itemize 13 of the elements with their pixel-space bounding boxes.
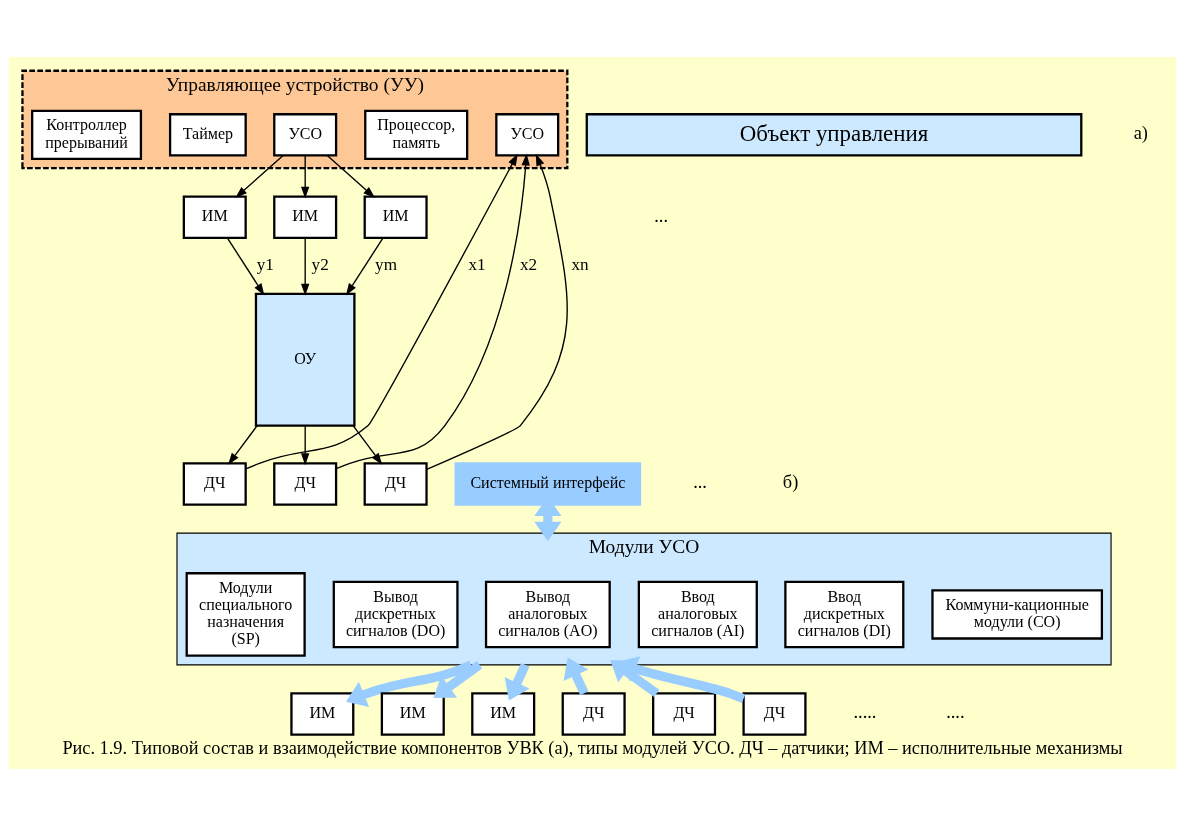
label: .... bbox=[946, 701, 965, 722]
label: ..... bbox=[853, 701, 877, 722]
edge-label: y1 bbox=[256, 254, 274, 274]
label: ... bbox=[654, 205, 669, 226]
edge-label: y2 bbox=[311, 254, 329, 274]
edge-label: ym bbox=[375, 254, 397, 274]
edge-label: xn bbox=[571, 254, 589, 274]
edge-label: x2 bbox=[519, 254, 538, 274]
label: б) bbox=[782, 471, 799, 492]
edge-label: x1 bbox=[468, 254, 486, 274]
label: ... bbox=[693, 471, 707, 492]
caption: Рис. 1.9. Типовой состав и взаимодействие компонентов УВК (а), типы модулей УСО. ДЧ – датчики; ИМ – исполнительные механизмы bbox=[62, 737, 1123, 758]
label: а) bbox=[1133, 122, 1148, 143]
